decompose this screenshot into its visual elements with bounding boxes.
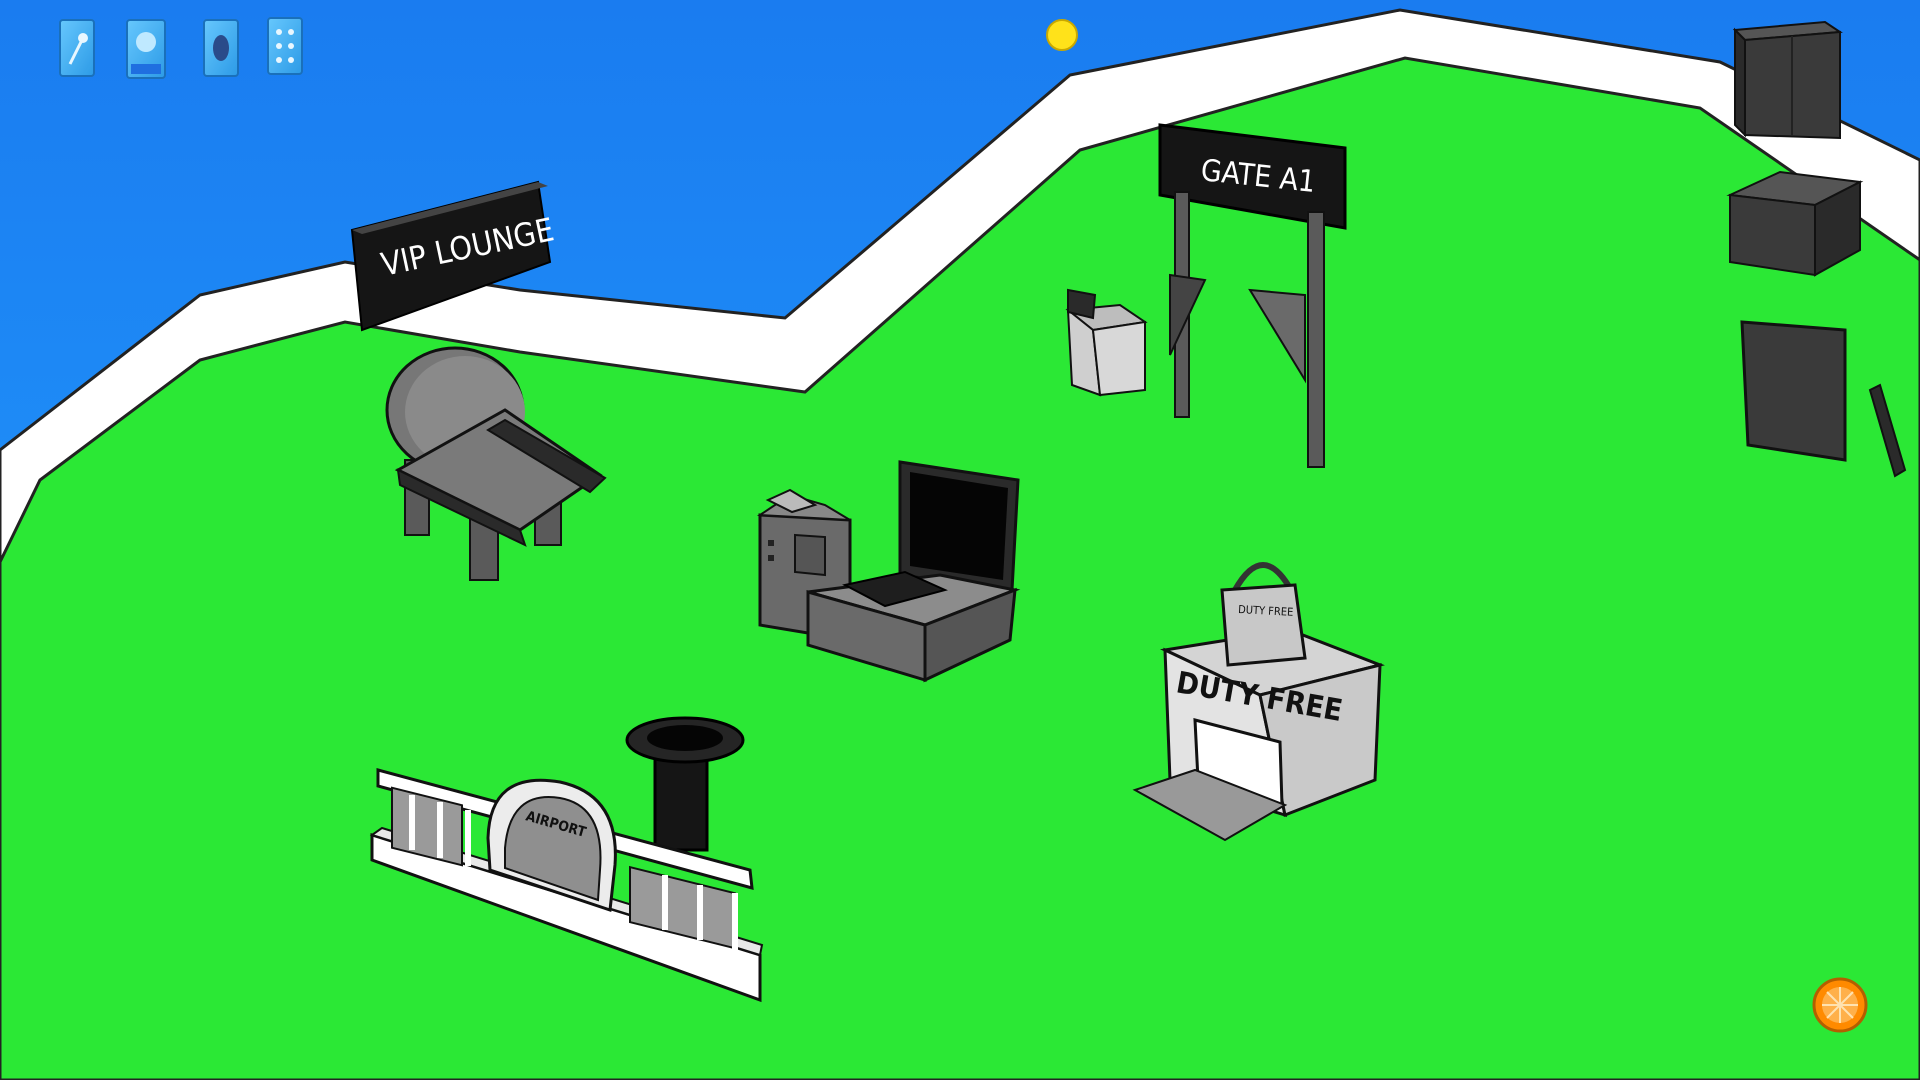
dark-panel-icon[interactable] [1740, 320, 1907, 478]
duty-free-shop[interactable]: DUTY FREE DUTY FREE [1132, 562, 1385, 842]
grid-icon[interactable] [267, 17, 303, 75]
object-palette [1726, 20, 1907, 478]
dark-safe-icon[interactable] [1726, 170, 1864, 277]
sun-icon[interactable] [1046, 19, 1078, 51]
airport-terminal[interactable]: AIRPORT [369, 716, 764, 1003]
dark-cabinet-icon[interactable] [1732, 20, 1843, 140]
image-icon[interactable] [126, 19, 166, 79]
lounge-chair[interactable] [385, 346, 607, 581]
wand-icon[interactable] [59, 19, 95, 77]
egg-icon[interactable] [203, 19, 239, 77]
toolbar [59, 17, 303, 79]
orange-slice-icon[interactable] [1812, 977, 1868, 1033]
duty-free-bag[interactable]: DUTY FREE [1220, 562, 1307, 667]
gate-podium[interactable] [1065, 288, 1148, 397]
vip-lounge-sign[interactable]: VIP LOUNGE [350, 180, 557, 332]
duty-free-bag-label: DUTY FREE [1238, 603, 1294, 619]
check-in-desk[interactable] [756, 460, 1021, 683]
gate-a1[interactable]: GATE A1 [1158, 123, 1347, 468]
